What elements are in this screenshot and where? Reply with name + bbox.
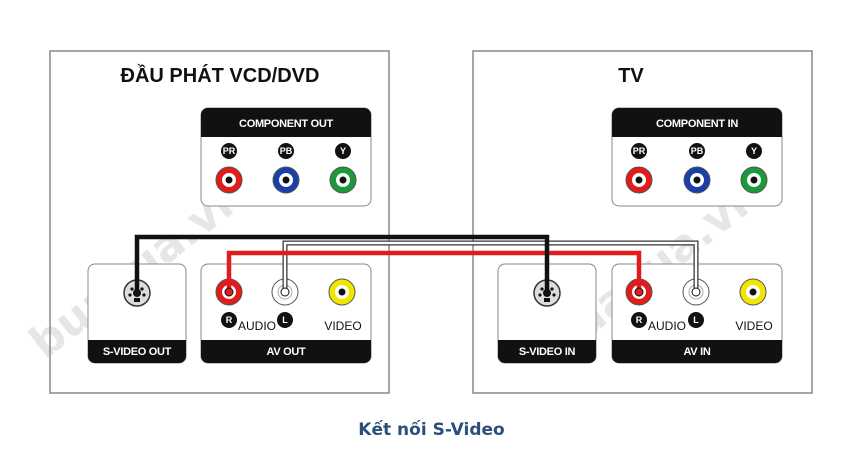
tv-device: TV COMPONENT IN PR PB Y (472, 50, 813, 394)
av-in-l-badge: L (688, 312, 704, 328)
y-jack[interactable] (329, 166, 357, 194)
av-in-r-badge: R (631, 312, 647, 328)
av-in-label: AV IN (683, 346, 710, 358)
player-device: ĐẦU PHÁT VCD/DVD COMPONENT OUT PR PB Y (49, 50, 390, 394)
av-out-video-label: VIDEO (324, 319, 361, 333)
y-jack[interactable] (740, 166, 768, 194)
av-out-r-badge: R (221, 312, 237, 328)
pr-jack[interactable] (625, 166, 653, 194)
player-title: ĐẦU PHÁT VCD/DVD (121, 64, 320, 87)
svg-text:PR: PR (633, 146, 646, 156)
svideo-cable (134, 234, 550, 293)
av-out-video-jack[interactable] (328, 278, 356, 306)
pb-jack[interactable] (683, 166, 711, 194)
svg-text:L: L (693, 315, 699, 325)
svideo-in-panel: S-VIDEO IN (497, 263, 597, 364)
pb-jack[interactable] (272, 166, 300, 194)
av-out-audio-label: AUDIO (238, 319, 276, 333)
tv-title: TV (618, 65, 644, 87)
svg-text:PR: PR (223, 146, 236, 156)
pr-badge: PR (631, 143, 647, 159)
av-in-audio-label: AUDIO (648, 319, 686, 333)
av-out-panel: AV OUT R AUDIO L VIDEO (200, 263, 372, 364)
tv-box (472, 50, 813, 394)
y-badge: Y (335, 143, 351, 159)
y-badge: Y (746, 143, 762, 159)
pb-badge: PB (278, 143, 294, 159)
white-audio-cable (282, 240, 699, 292)
component-out-panel: COMPONENT OUT PR PB Y (200, 107, 372, 207)
av-out-l-badge: L (277, 312, 293, 328)
svg-text:R: R (636, 315, 643, 325)
av-in-video-label: VIDEO (735, 319, 772, 333)
svg-text:R: R (226, 315, 233, 325)
pr-jack[interactable] (215, 166, 243, 194)
svideo-in-label: S-VIDEO IN (519, 346, 576, 358)
cable-plugs (133, 287, 701, 297)
av-in-panel: AV IN R AUDIO L VIDEO (611, 263, 783, 364)
red-audio-cable (226, 250, 642, 292)
player-box (49, 50, 390, 394)
av-in-video-jack[interactable] (739, 278, 767, 306)
svg-text:Y: Y (751, 146, 757, 156)
diagram-caption: Kết nối S-Video (358, 420, 505, 440)
pr-badge: PR (221, 143, 237, 159)
svideo-out-label: S-VIDEO OUT (103, 346, 172, 358)
pb-badge: PB (689, 143, 705, 159)
svg-text:Y: Y (340, 146, 346, 156)
component-out-header: COMPONENT OUT (239, 118, 333, 130)
av-out-label: AV OUT (267, 346, 307, 358)
component-in-panel: COMPONENT IN PR PB Y (611, 107, 783, 207)
svg-text:PB: PB (691, 146, 704, 156)
component-in-header: COMPONENT IN (656, 118, 738, 130)
svg-text:L: L (282, 315, 288, 325)
svg-text:PB: PB (280, 146, 293, 156)
